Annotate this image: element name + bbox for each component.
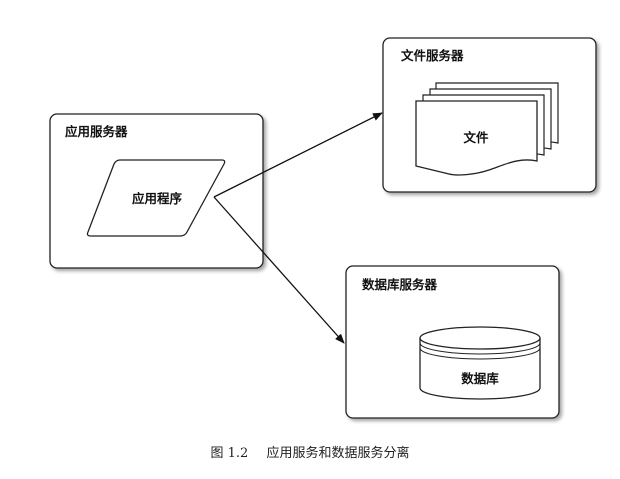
figure-caption: 图 1.2 应用服务和数据服务分离 xyxy=(0,442,620,461)
db-server-title: 数据库服务器 xyxy=(361,277,438,292)
figure-caption-text: 应用服务和数据服务分离 xyxy=(266,446,410,461)
file-server-box: 文件服务器 文件 xyxy=(382,37,597,193)
db-server-box: 数据库服务器 数据库 xyxy=(345,265,560,419)
figure-number: 图 1.2 xyxy=(210,446,249,461)
arrow-to-file-server xyxy=(213,112,383,198)
file-document-icon: 文件 xyxy=(415,82,559,176)
app-program-shape: 应用程序 xyxy=(86,159,226,237)
file-label: 文件 xyxy=(463,130,489,145)
app-server-box: 应用服务器 应用程序 xyxy=(49,113,264,269)
arrow-to-db-server xyxy=(213,196,345,344)
database-label: 数据库 xyxy=(460,371,499,386)
app-server-title: 应用服务器 xyxy=(65,124,128,139)
app-program-label: 应用程序 xyxy=(132,191,183,206)
database-icon: 数据库 xyxy=(419,326,541,400)
file-server-title: 文件服务器 xyxy=(401,48,464,63)
